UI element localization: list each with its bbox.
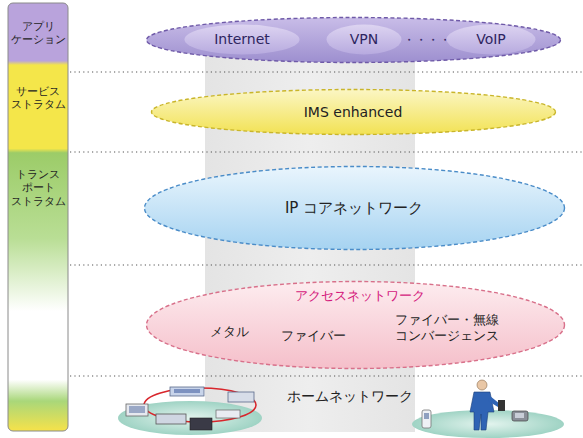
node-title: アクセスネットワーク [295, 288, 425, 304]
ellipse-shape [185, 25, 300, 55]
core-network-ellipse: IP コアネットワーク [143, 165, 566, 251]
ellipse-shape [152, 90, 556, 135]
node-title: ・・・・ [403, 33, 451, 47]
node-title: IP コアネットワーク [285, 199, 423, 217]
node-text: ファイバー・無線 コンバージェンス [383, 312, 511, 343]
layer-separators [70, 72, 583, 376]
service-ellipse: VPN [325, 23, 403, 56]
mobile-user-illustration [412, 380, 564, 438]
layer-label: ホームネットワーク [287, 388, 413, 406]
service-stratum-ellipse: IMS enhanced [150, 88, 557, 136]
ellipse-shape [327, 25, 402, 55]
node-title: VoIP [476, 31, 506, 48]
node-title: アプリ ケーション [9, 20, 67, 46]
node-title: Internet [214, 31, 270, 48]
service-ellipse: VoIP [445, 23, 537, 56]
ellipse-shape [447, 25, 536, 55]
node-text: ファイバー [281, 328, 346, 344]
home-devices-illustration [118, 387, 262, 435]
application-ellipse: ・・・・ Internet VPN VoIP [145, 16, 562, 64]
access-network-ellipse: アクセスネットワークメタル ファイバー ファイバー・無線 コンバージェンス [145, 280, 566, 370]
ellipse-shape [147, 282, 565, 369]
stratum-band: サービス ストラタム [8, 62, 68, 152]
node-title: サービス ストラタム [9, 85, 67, 111]
node-title: VPN [350, 31, 379, 48]
node-text: メタル [210, 324, 249, 340]
ellipse-shape [145, 167, 565, 250]
stratum-band: アプリ ケーション [8, 4, 68, 62]
ellipse-shape [147, 18, 561, 63]
node-title: トランス ポート ストラタム [9, 168, 67, 208]
service-ellipse: Internet [183, 23, 301, 56]
node-title: IMS enhanced [304, 104, 403, 121]
stratum-bar [8, 3, 68, 431]
stratum-band: トランス ポート ストラタム [8, 152, 68, 262]
